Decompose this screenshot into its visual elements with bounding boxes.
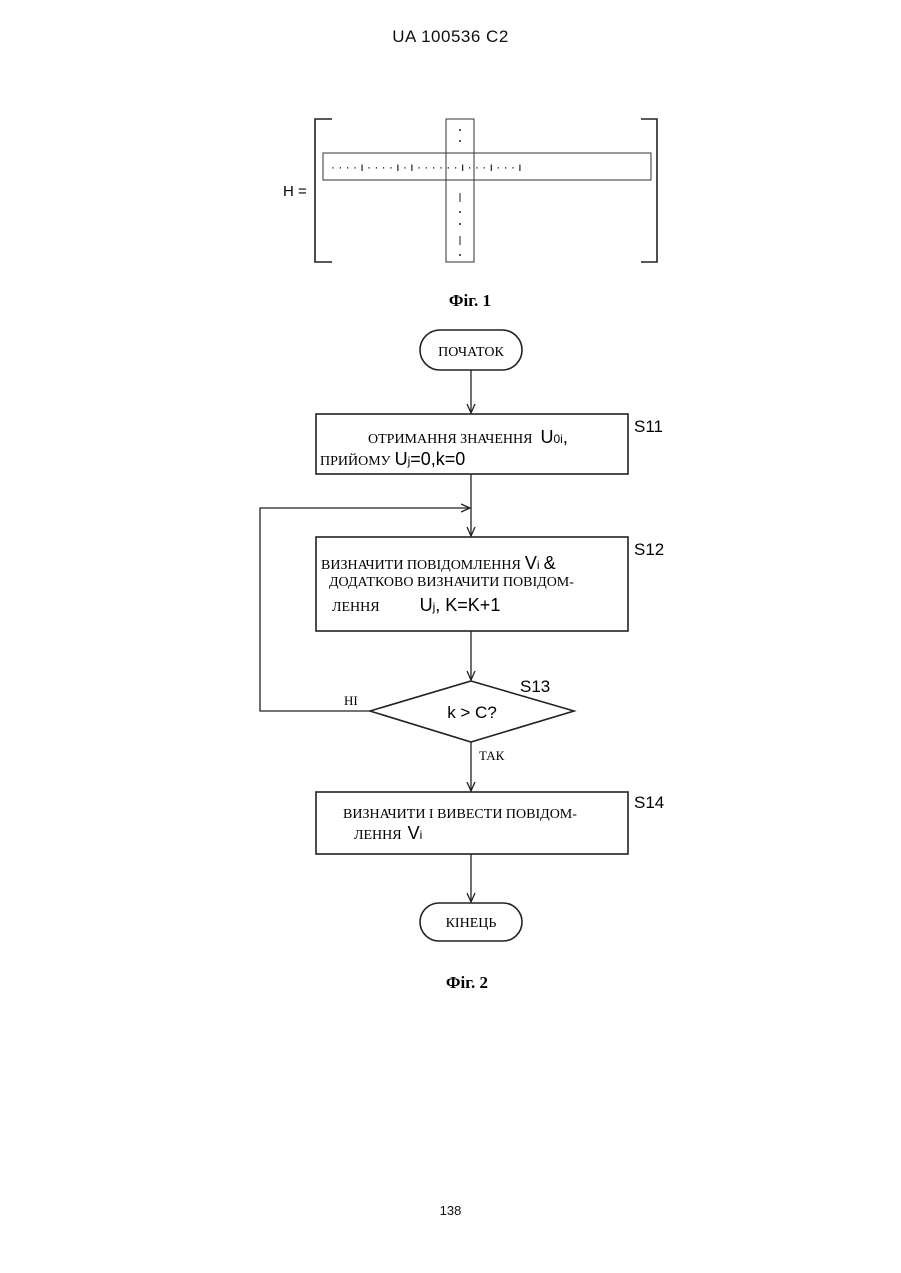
column-entries [459,129,461,256]
matrix-label: H = [283,183,307,200]
s12-text-line3: ЛЕННЯUj, K=K+1 [332,595,500,615]
figure2-caption: Фіг. 2 [446,973,488,992]
figure1-caption: Фіг. 1 [449,291,491,310]
left-bracket [315,119,332,262]
no-branch-label: НІ [344,693,358,708]
s14-text-line1: ВИЗНАЧИТИ І ВИВЕСТИ ПОВІДОМ- [343,807,577,822]
row-entries: · · · · ı · · · · ı · ı · · · · · · ı · … [331,160,522,174]
s14-process-box [316,792,628,854]
s13-step-label: S13 [520,677,550,696]
flowchart: ПОЧАТОК S11 ОТРИМАННЯ ЗНАЧЕННЯU0i, ПРИЙО… [260,330,664,941]
s11-step-label: S11 [634,417,663,436]
end-label: КІНЕЦЬ [446,916,497,931]
start-label: ПОЧАТОК [438,345,504,360]
right-bracket [641,119,657,262]
matrix-figure: H = · · · · ı · · · · ı · ı · · · · · · … [283,119,657,262]
page-number: 138 [0,1203,901,1218]
s11-text-line2: ПРИЙОМУUj=0,k=0 [320,449,465,469]
s14-step-label: S14 [634,793,664,812]
s11-text-line1: ОТРИМАННЯ ЗНАЧЕННЯU0i, [368,427,568,447]
s12-step-label: S12 [634,540,664,559]
s12-text-line1: ВИЗНАЧИТИ ПОВІДОМЛЕННЯVi& [321,553,556,573]
yes-branch-label: ТАК [479,748,505,763]
s12-text-line2: ДОДАТКОВО ВИЗНАЧИТИ ПОВІДОМ- [329,575,574,590]
s14-text-line2: ЛЕННЯVi [354,823,422,843]
s13-condition: k > C? [447,703,497,722]
